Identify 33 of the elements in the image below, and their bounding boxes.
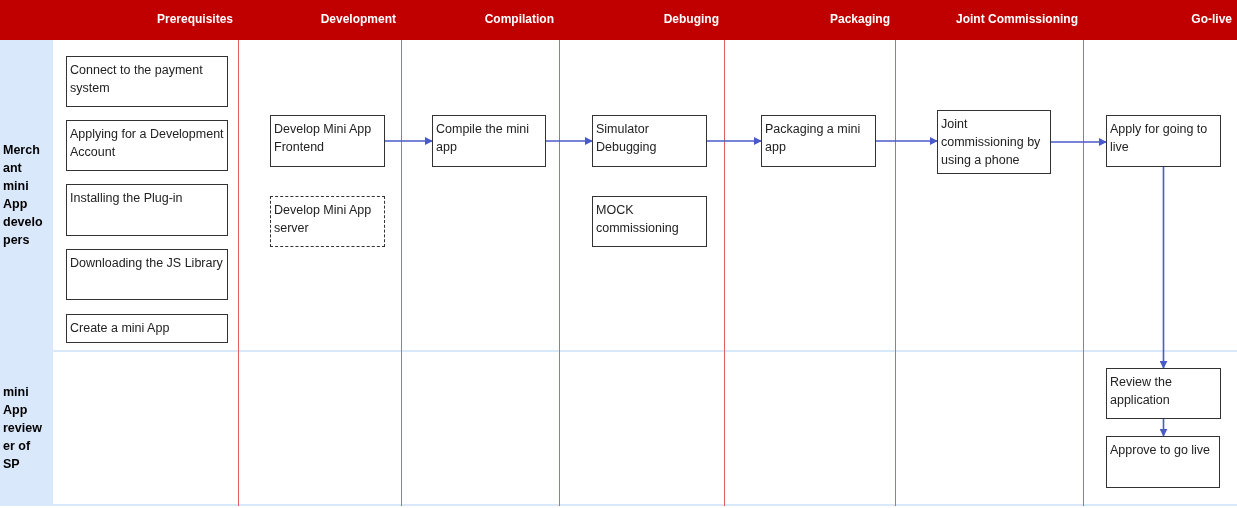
phase-title: Packaging [829,12,890,26]
swimlane [0,352,1237,506]
arrow [875,137,938,145]
arrow [1050,138,1107,146]
phase-title: Joint Commissioning [956,12,1078,26]
phase-title: Prerequisites [156,12,233,26]
phase-title: Go-live [1191,12,1232,26]
process-box: Connect to the payment system [66,56,228,107]
lane-header: Merchant mini App developers [0,40,53,350]
process-box: Develop Mini App server [270,196,385,247]
process-box: Develop Mini App Frontend [270,115,385,167]
process-box: Joint commissioning by using a phone [937,110,1051,174]
phase-title: Development [320,12,396,26]
arrow [384,137,433,145]
process-box: Applying for a Development Account [66,120,228,171]
arrow [1159,166,1168,369]
process-box: Downloading the JS Library [66,249,228,300]
process-box: Apply for going to live [1106,115,1221,167]
process-box: Approve to go live [1106,436,1220,488]
process-box: Create a mini App [66,314,228,343]
phase-title: Compilation [484,12,554,26]
lane-header: mini App reviewer of SP [0,352,53,504]
process-box: Simulator Debugging [592,115,707,167]
process-box: Review the application [1106,368,1221,419]
swimlane [0,40,1237,352]
arrow [1159,418,1168,437]
process-box: Installing the Plug-in [66,184,228,236]
process-box: Packaging a mini app [761,115,876,167]
arrow [706,137,762,145]
arrow [545,137,593,145]
process-box: Compile the mini app [432,115,546,167]
phase-title: Debuging [663,12,719,26]
process-box: MOCK commissioning [592,196,707,247]
